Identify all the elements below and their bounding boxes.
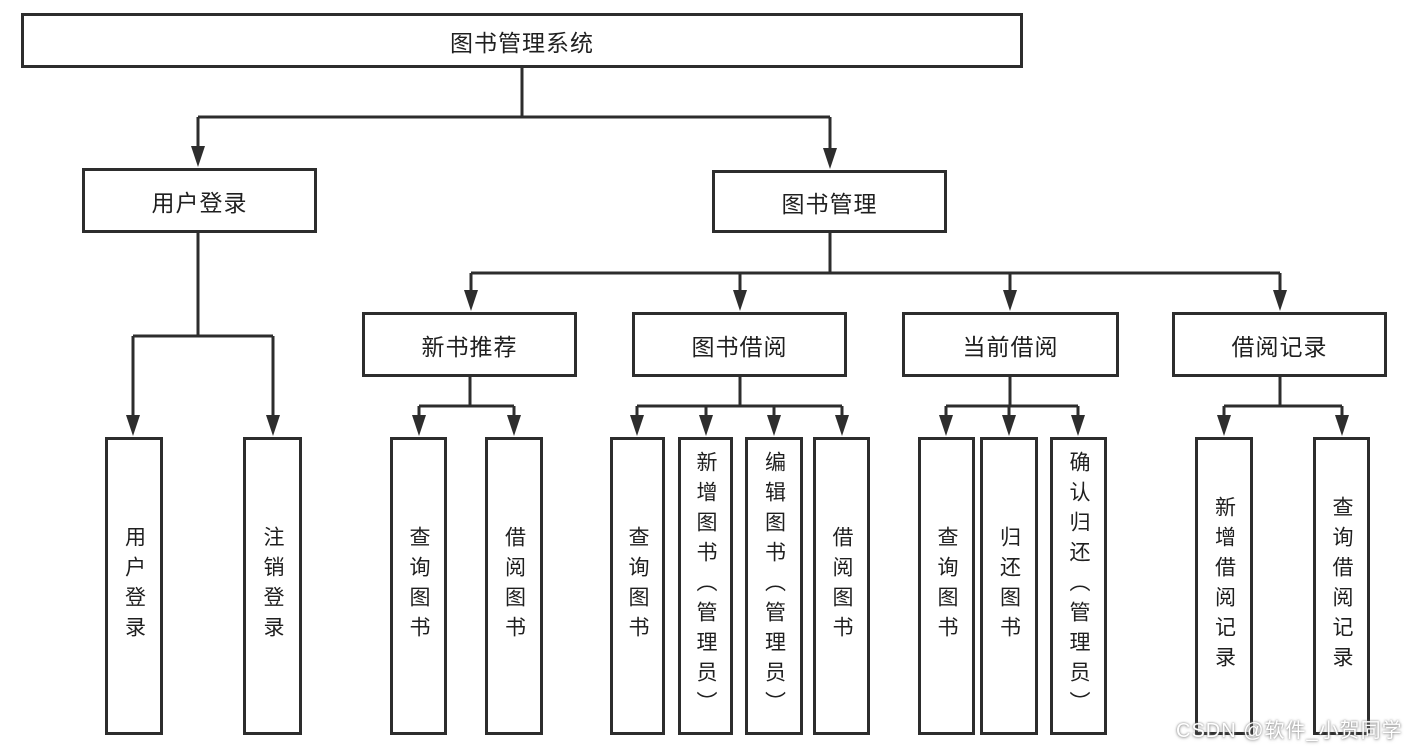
node-user-login: 用户登录	[82, 168, 317, 233]
node-new-book-recommend: 新书推荐	[362, 312, 577, 377]
leaf-user-login: 用户登录	[105, 437, 163, 735]
watermark: CSDN @软件_小贺同学	[1176, 720, 1403, 742]
node-current-borrowing: 当前借阅	[902, 312, 1119, 377]
connector-current-borrow-children	[944, 377, 1080, 419]
leaf-nbr-query-books: 查询图书	[390, 437, 447, 735]
leaf-cb-confirm-return-admin: 确认归还（管理员）	[1050, 437, 1107, 735]
connector-user-login-children	[131, 233, 275, 419]
connector-root-to-level2	[196, 66, 832, 152]
leaf-cb-return-books: 归还图书	[980, 437, 1038, 735]
connector-book-borrow-children	[635, 377, 844, 419]
leaf-bb-add-books-admin: 新增图书（管理员）	[678, 437, 733, 735]
leaf-br-query-record: 查询借阅记录	[1313, 437, 1370, 735]
leaf-cb-query-books: 查询图书	[918, 437, 975, 735]
arrowheads	[126, 146, 1349, 436]
connector-new-book-rec-children	[417, 377, 516, 419]
leaf-logout: 注销登录	[243, 437, 302, 735]
node-library-management-system: 图书管理系统	[21, 13, 1023, 68]
leaf-nbr-borrow-books: 借阅图书	[485, 437, 543, 735]
node-book-management: 图书管理	[712, 170, 947, 233]
leaf-bb-query-books: 查询图书	[610, 437, 665, 735]
connector-borrow-record-children	[1222, 377, 1344, 419]
leaf-br-add-record: 新增借阅记录	[1195, 437, 1253, 735]
leaf-bb-borrow-books: 借阅图书	[813, 437, 870, 735]
node-borrowing-records: 借阅记录	[1172, 312, 1387, 377]
leaf-bb-edit-books-admin: 编辑图书（管理员）	[745, 437, 803, 735]
node-book-borrowing: 图书借阅	[632, 312, 847, 377]
connector-book-mgmt-to-level3	[469, 233, 1282, 294]
